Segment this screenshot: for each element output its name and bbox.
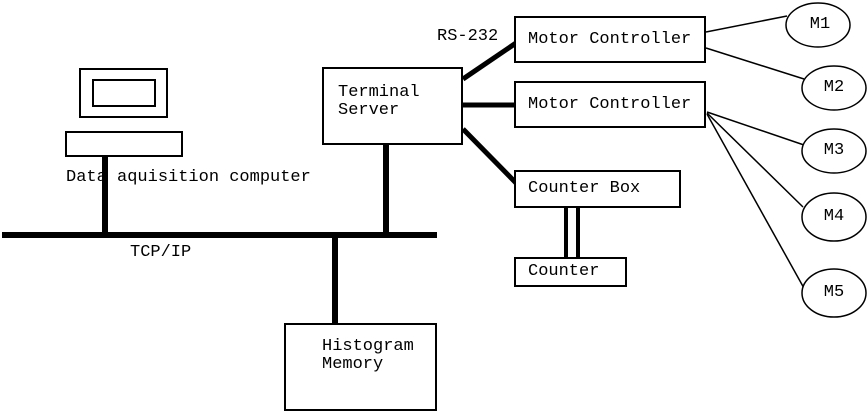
histogram-memory-label-line1: Histogram [322,337,414,356]
motor-m3-ellipse [801,128,867,174]
mc1-m1-link-line [705,15,788,33]
motor-m4-label: M4 [823,207,845,226]
mc2-m5-link-line [706,113,806,291]
mc2-m4-link-line [706,112,804,208]
motor-m1-label: M1 [809,15,831,34]
computer-keyboard-icon [65,131,183,157]
terminal-server-box: Terminal Server [322,67,463,145]
motor-m2-ellipse [801,65,867,111]
motor-m5-label: M5 [823,283,845,302]
motor-controller-1-box: Motor Controller [514,16,706,63]
motor-controller-2-label: Motor Controller [528,94,692,114]
tcp-ip-label: TCP/IP [130,243,192,262]
data-acquisition-computer-label: Data aquisition computer [66,168,311,187]
counter-label: Counter [528,262,600,281]
counter-box-label: Counter Box [528,179,641,198]
rs232-link-counterbox-line [461,127,518,185]
motor-controller-2-box: Motor Controller [514,81,706,128]
mc1-m2-link-line [705,47,805,80]
counter-box-box: Counter Box [514,170,681,208]
motor-m2-label: M2 [823,78,845,97]
motor-m5-ellipse [801,268,867,318]
mc2-m3-link-line [706,111,805,146]
counter-box: Counter [514,257,627,287]
histogram-memory-label-line2: Memory [322,355,384,374]
motor-m3-label: M3 [823,141,845,160]
motor-controller-1-label: Motor Controller [528,29,692,49]
rs-232-label: RS-232 [437,27,499,46]
motor-m4-ellipse [801,192,867,242]
histogram-memory-box: Histogram Memory [284,323,437,411]
terminal-server-label-line2: Server [338,101,400,120]
motor-m1-ellipse [785,2,851,48]
rs232-link-mc1-line [461,40,518,82]
terminal-server-label-line1: Terminal [338,83,420,102]
computer-screen-icon [92,79,156,107]
